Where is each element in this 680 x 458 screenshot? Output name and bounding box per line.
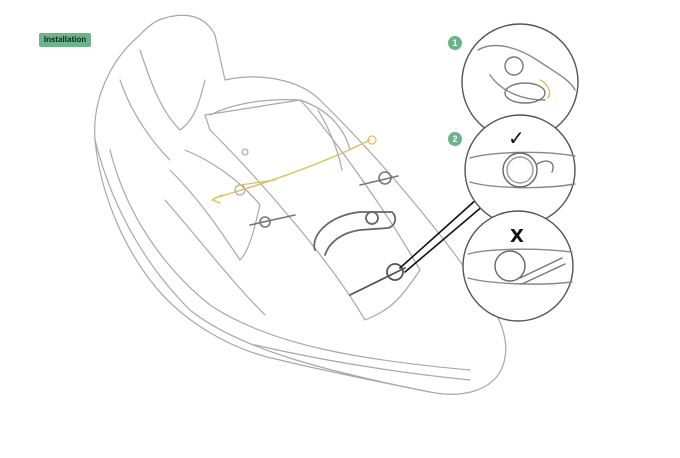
lace-arrow	[211, 194, 223, 204]
lace-guide	[239, 179, 276, 186]
lace-clip-large	[313, 211, 397, 256]
shoe-outline	[94, 14, 507, 395]
side-stripe-2	[164, 199, 266, 316]
lace-clip-installed	[349, 263, 406, 296]
sole-line-2	[109, 149, 471, 371]
check-mark-icon: ✓	[508, 126, 525, 150]
side-stripe	[169, 149, 261, 261]
installation-badge: Installation	[39, 33, 91, 47]
heel-counter	[119, 79, 171, 161]
step-number-2: 2	[448, 132, 462, 146]
sole-line	[94, 139, 431, 393]
collar	[139, 49, 206, 131]
lace-clip	[359, 171, 399, 186]
leader-line	[399, 197, 479, 269]
step-number-1: 1	[448, 36, 462, 50]
sole-line-3	[254, 344, 471, 381]
lace-clip	[249, 214, 296, 228]
tongue	[204, 99, 421, 321]
detail-circle-step2-incorrect	[462, 210, 574, 322]
quarter-line	[299, 99, 351, 151]
eyelet	[241, 148, 249, 156]
leader-line-2	[404, 204, 485, 273]
tongue-top	[209, 99, 301, 116]
x-mark-icon: X	[510, 226, 524, 247]
lace-aglet	[367, 135, 377, 145]
lace	[214, 139, 371, 199]
quarter-line-2	[317, 109, 343, 171]
